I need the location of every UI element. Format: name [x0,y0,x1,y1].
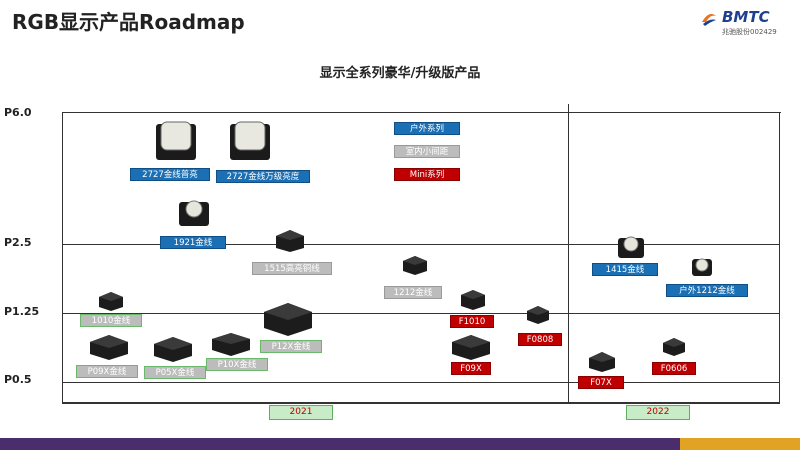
chip-1010-icon [99,292,123,311]
label-f07x: F07X [578,376,624,389]
gridline-p1-25 [62,313,780,314]
label-1921: 1921金线 [160,236,226,249]
label-2727-bright: 2727金线万级亮度 [216,170,310,183]
chip-p05x-icon [154,337,192,362]
legend-outdoor: 户外系列 [394,122,460,135]
chip-1212-icon [403,256,427,275]
label-1212: 1212金线 [384,286,442,299]
label-p09x: P09X金线 [76,365,138,378]
year-label-2021: 2021 [269,405,333,420]
legend-mini: Mini系列 [394,168,460,181]
chip-p09x-icon [90,335,128,360]
chip-p10x-icon [212,333,250,356]
label-p12x: P12X金线 [260,340,322,353]
label-1515: 1515高亮铜线 [252,262,332,275]
label-p05x: P05X金线 [144,366,206,379]
footer-bar [0,438,800,450]
logo-brand: BMTC [722,8,770,26]
chip-1515-icon [276,230,304,252]
chip-1415-icon [618,236,644,258]
page-title: RGB显示产品Roadmap [12,10,245,34]
label-f09x: F09X [451,362,491,375]
y-tick-p1-25: P1.25 [4,305,40,318]
gridline-p2-5 [62,244,780,245]
chip-1212-outdoor-icon [692,258,712,276]
year-label-2022: 2022 [626,405,690,420]
label-1212-outdoor: 户外1212金线 [666,284,748,297]
gridline-p0-5 [62,382,780,383]
bmtc-logo-icon [702,14,716,26]
chip-1921-icon [179,200,209,226]
roadmap-plot-area [62,112,781,403]
chip-f0808-icon [527,306,549,324]
logo-sub: 兆驰股份002429 [722,28,777,36]
y-tick-p2-5: P2.5 [4,236,32,249]
chart-subtitle: 显示全系列豪华/升级版产品 [319,66,481,81]
company-logo: BMTC 兆驰股份002429 [700,8,786,38]
label-f1010: F1010 [450,315,494,328]
label-f0606: F0606 [652,362,696,375]
label-1415: 1415金线 [592,263,658,276]
label-2727-standard: 2727金线普亮 [130,168,210,181]
chip-f0606-icon [663,338,685,356]
year-divider [568,104,569,404]
chip-p12x-icon [264,303,312,336]
chip-f07x-icon [589,352,615,372]
plot-right-border [779,112,780,402]
chip-2727-bright-icon [230,121,270,160]
legend-indoor: 室内小间距 [394,145,460,158]
label-p10x: P10X金线 [206,358,268,371]
chip-f09x-icon [452,335,490,360]
y-tick-p6: P6.0 [4,106,32,119]
label-f0808: F0808 [518,333,562,346]
y-tick-p0-5: P0.5 [4,373,32,386]
chip-2727-standard-icon [156,121,196,160]
label-1010: 1010金线 [80,314,142,327]
chip-f1010-icon [461,290,485,310]
x-axis [62,402,780,404]
